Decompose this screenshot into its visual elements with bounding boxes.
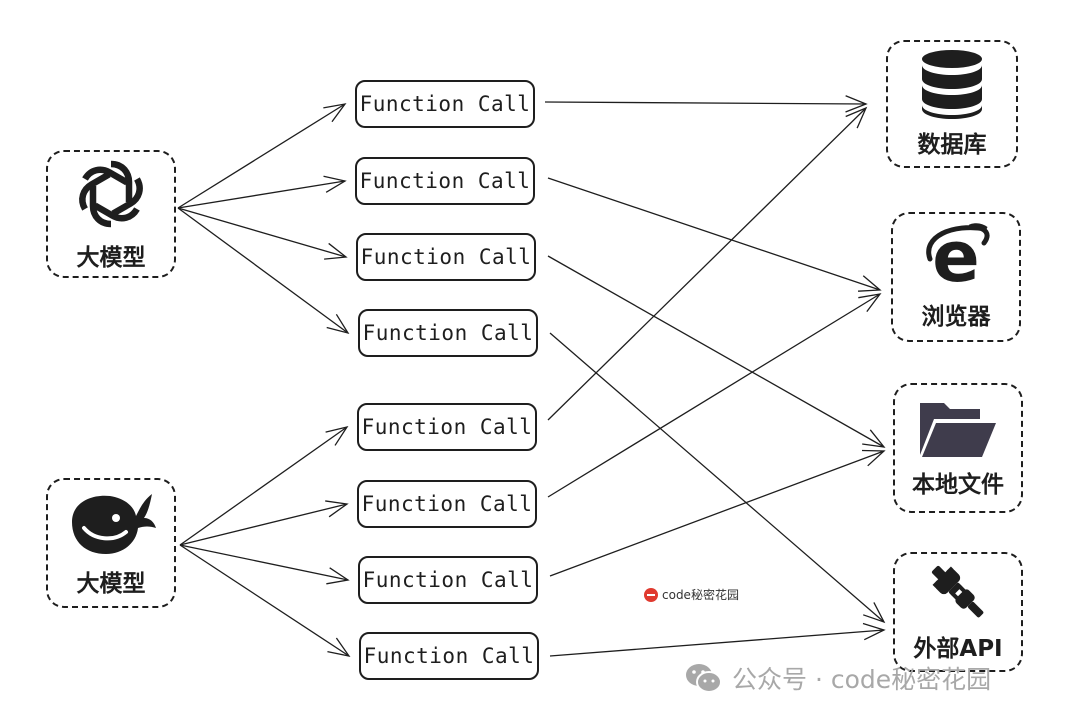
llm-node-deepseek: 大模型: [46, 478, 176, 608]
arrowhead: [326, 567, 350, 585]
function-call-box: Function Call: [357, 480, 537, 528]
database-icon: [922, 50, 982, 119]
arrowhead: [326, 313, 350, 335]
arrowhead: [862, 602, 886, 624]
arrowhead: [323, 175, 347, 193]
target-label: 数据库: [917, 132, 987, 158]
arrowhead: [858, 293, 882, 313]
arrow-call-to-target: [549, 332, 885, 623]
arrow-llm-to-call: [177, 180, 346, 209]
function-call-box: Function Call: [358, 556, 538, 604]
function-call-box: Function Call: [359, 632, 539, 680]
function-call-box: Function Call: [356, 233, 536, 281]
target-label: 外部API: [913, 636, 1003, 662]
llm-label: 大模型: [76, 571, 146, 597]
arrowhead: [325, 425, 349, 446]
arrow-call-to-target: [547, 255, 885, 448]
target-node-external-api: 外部API: [893, 552, 1023, 672]
arrow-llm-to-call: [179, 544, 350, 657]
target-label: 本地文件: [912, 472, 1004, 498]
wechat-watermark: 公众号 · code秘密花园: [684, 660, 991, 696]
brand-dot-icon: [644, 587, 658, 602]
openai-logo-icon: [79, 160, 143, 228]
arrowhead: [861, 449, 886, 467]
plug-icon: [931, 565, 984, 618]
target-node-browser: e 浏览器: [891, 212, 1021, 342]
arrow-call-to-target: [549, 450, 885, 577]
deepseek-whale-icon: [72, 494, 156, 554]
arrowhead: [862, 622, 886, 641]
arrowhead: [857, 275, 882, 292]
watermark-small: code秘密花园: [644, 586, 739, 603]
arrowhead: [845, 106, 868, 129]
function-call-box: Function Call: [358, 309, 538, 357]
llm-node-openai: 大模型: [46, 150, 176, 278]
target-node-local-files: 本地文件: [893, 383, 1023, 513]
arrow-call-to-target: [547, 293, 881, 498]
internet-explorer-icon: e: [926, 223, 990, 291]
watermark-small-text: code秘密花园: [662, 588, 739, 602]
arrow-call-to-target: [549, 629, 885, 657]
arrow-llm-to-call: [179, 503, 348, 546]
function-call-box: Function Call: [355, 157, 535, 205]
arrow-call-to-target: [547, 177, 881, 291]
llm-label: 大模型: [76, 245, 146, 271]
target-node-database: 数据库: [886, 40, 1018, 168]
arrow-llm-to-call: [177, 207, 347, 258]
arrowhead: [327, 637, 351, 657]
arrows-layer: [177, 95, 886, 657]
function-call-box: Function Call: [355, 80, 535, 128]
arrowhead: [325, 500, 349, 518]
arrow-call-to-target: [547, 107, 867, 421]
arrow-llm-to-call: [177, 103, 346, 209]
arrow-llm-to-call: [179, 426, 348, 546]
wechat-icon: [686, 664, 722, 693]
arrow-call-to-target: [544, 101, 867, 105]
arrowhead: [845, 95, 868, 113]
function-call-box: Function Call: [357, 403, 537, 451]
folder-icon: [920, 403, 996, 457]
arrow-llm-to-call: [179, 544, 349, 581]
arrowhead: [862, 429, 886, 448]
target-label: 浏览器: [921, 304, 991, 330]
wechat-watermark-text: 公众号 · code秘密花园: [732, 665, 992, 694]
arrow-llm-to-call: [177, 207, 349, 334]
arrowhead: [324, 242, 348, 260]
arrowhead: [323, 103, 347, 123]
